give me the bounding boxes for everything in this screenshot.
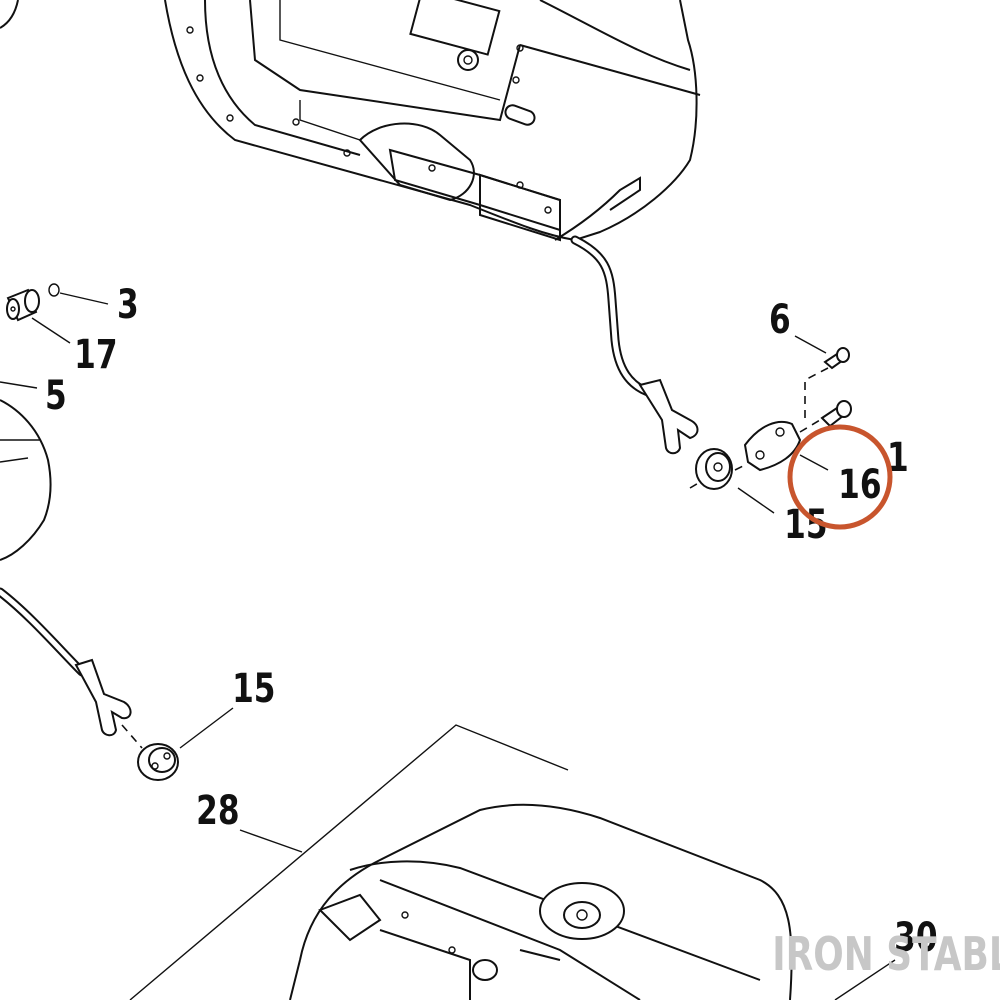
callout-17: 17 xyxy=(74,332,117,378)
screw-lower xyxy=(820,400,852,428)
callout-15-left: 15 xyxy=(232,666,275,712)
highlight-circle xyxy=(787,424,893,530)
lower-lid-illustration xyxy=(289,803,793,1000)
callout-30: 30 xyxy=(894,915,937,961)
callout-labels: 3 17 5 6 1 16 15 15 28 30 xyxy=(45,282,937,961)
screw-upper xyxy=(804,347,850,420)
callout-3: 3 xyxy=(117,282,139,328)
bushing-part xyxy=(6,283,60,322)
callout-6: 6 xyxy=(769,297,791,343)
watermark: IRON STABLE xyxy=(772,928,1000,982)
callout-1: 1 xyxy=(887,435,909,481)
leader-lines xyxy=(0,292,896,1000)
callout-5: 5 xyxy=(45,373,67,419)
upper-housing-illustration xyxy=(164,0,701,242)
left-panel-illustration xyxy=(0,399,52,561)
callout-28: 28 xyxy=(196,788,239,834)
ground-wire-right xyxy=(570,235,699,455)
grommet-left xyxy=(137,743,179,781)
clip-bracket xyxy=(734,419,821,472)
ground-wire-left xyxy=(0,587,143,749)
grommet-right xyxy=(689,448,733,490)
partial-circle-top-left xyxy=(0,0,19,29)
callout-16: 16 xyxy=(838,462,881,508)
